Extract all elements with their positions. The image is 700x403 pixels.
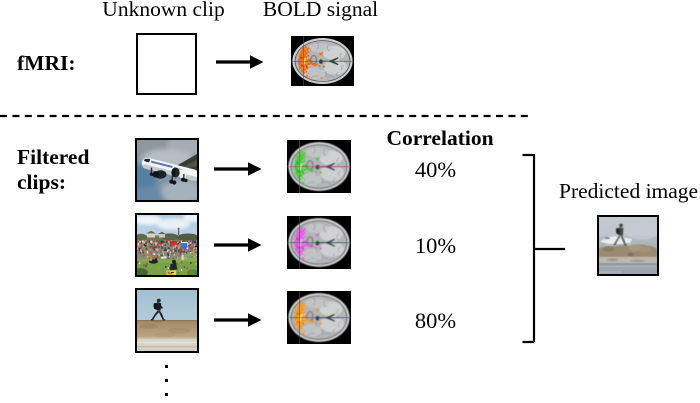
ellipsis-dot bbox=[164, 392, 168, 397]
bold-signal-brain-row-2 bbox=[287, 216, 351, 269]
unknown-clip-label: Unknown clip bbox=[102, 0, 225, 21]
bold-signal-brain-row-3 bbox=[287, 291, 351, 344]
clip-image-crowd bbox=[135, 213, 199, 277]
correlation-value-row-2: 10% bbox=[414, 232, 457, 258]
vertical-ellipsis bbox=[164, 365, 168, 397]
ellipsis-dot bbox=[164, 365, 168, 369]
arrow-row-3 bbox=[213, 312, 262, 328]
clip-image-beach-runner bbox=[135, 288, 199, 353]
bold-signal-brain-row-1 bbox=[287, 140, 351, 193]
arrow-row-2 bbox=[213, 237, 262, 253]
ellipsis-dot bbox=[164, 378, 168, 383]
filtered-clips-label-line1: Filtered bbox=[17, 144, 90, 169]
correlation-value-row-1: 40% bbox=[414, 157, 457, 182]
grouping-bracket bbox=[518, 150, 570, 348]
bold-signal-brain-fmri bbox=[291, 36, 354, 86]
filtered-clips-label-line2: clips: bbox=[17, 169, 66, 194]
predicted-image bbox=[597, 215, 659, 276]
filtered-clips-label: Filtered clips: bbox=[17, 145, 89, 195]
arrow-fmri bbox=[215, 54, 264, 70]
fmri-label: fMRI: bbox=[17, 50, 76, 75]
predicted-image-label: Predicted image bbox=[559, 179, 699, 203]
correlation-header: Correlation bbox=[386, 126, 494, 150]
section-divider bbox=[0, 114, 528, 118]
unknown-clip-placeholder bbox=[136, 32, 197, 95]
correlation-value-row-3: 80% bbox=[414, 308, 457, 333]
arrow-row-1 bbox=[213, 161, 262, 177]
bold-signal-label: BOLD signal bbox=[262, 0, 379, 21]
clip-image-airplane bbox=[135, 138, 199, 202]
